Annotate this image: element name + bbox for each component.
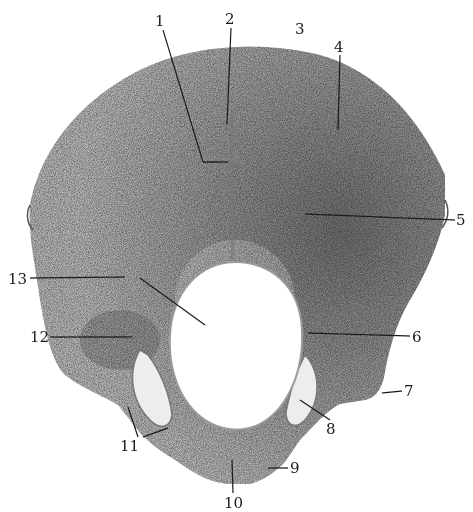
label-11: 11 (120, 437, 139, 455)
foramen-magnum (170, 262, 302, 430)
label-9: 9 (290, 459, 300, 477)
label-13: 13 (8, 270, 27, 288)
label-1: 1 (155, 12, 165, 30)
label-3: 3 (295, 20, 305, 38)
label-4: 4 (334, 38, 344, 56)
label-10: 10 (224, 494, 243, 512)
label-5: 5 (456, 211, 466, 229)
label-7: 7 (404, 382, 414, 400)
label-12: 12 (30, 328, 49, 346)
label-8: 8 (326, 420, 336, 438)
internal-crest (231, 110, 232, 260)
leader-7 (382, 391, 402, 393)
label-2: 2 (225, 10, 235, 28)
label-6: 6 (412, 328, 422, 346)
